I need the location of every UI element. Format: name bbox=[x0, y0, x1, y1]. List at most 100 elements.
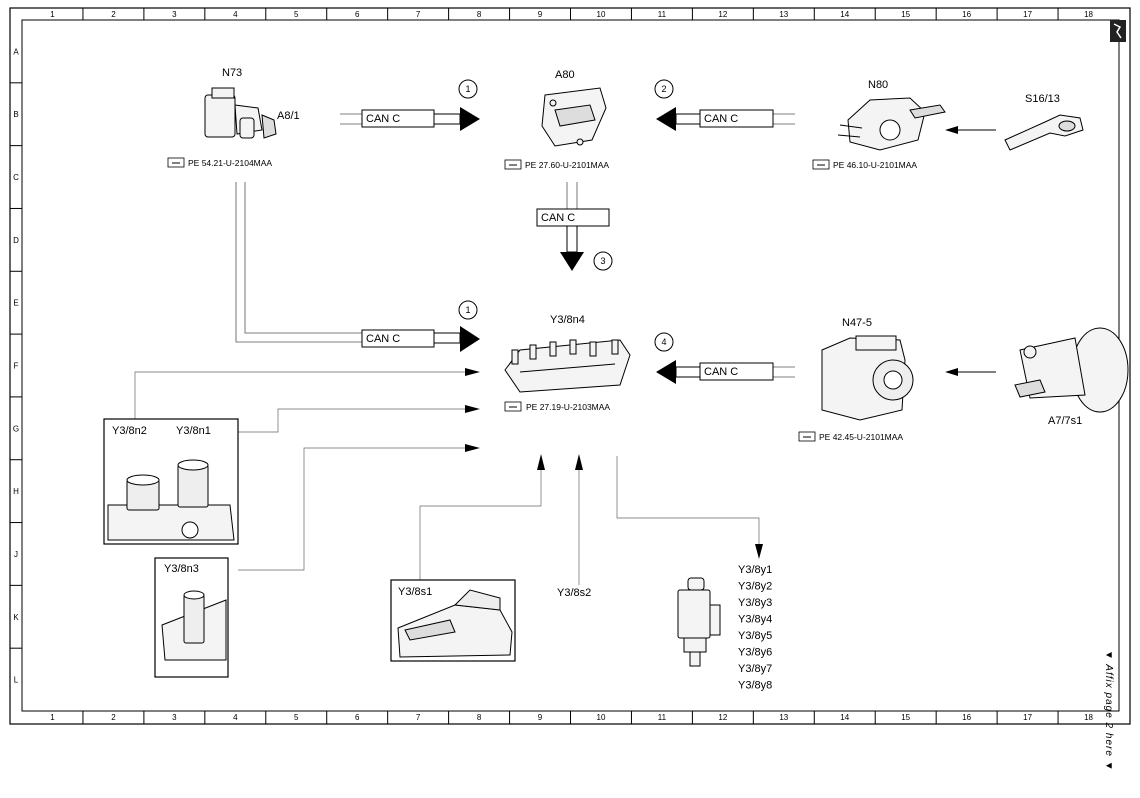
column-label: 3 bbox=[172, 10, 177, 19]
row-label: L bbox=[14, 676, 19, 685]
solenoid-valve-drawing bbox=[677, 577, 721, 667]
column-ticks bbox=[82, 8, 1059, 724]
row-label: J bbox=[14, 550, 18, 559]
row-label: H bbox=[13, 487, 19, 496]
arrow-up-icon bbox=[537, 454, 545, 470]
column-label: 2 bbox=[111, 713, 116, 722]
a7-7s1-brake-booster-drawing bbox=[1014, 327, 1129, 413]
label-y38n2: Y3/8n2 bbox=[112, 425, 147, 437]
label-y38s2: Y3/8s2 bbox=[557, 587, 591, 599]
row-label: C bbox=[13, 173, 19, 182]
valve-label: Y3/8y3 bbox=[738, 597, 772, 609]
callout-3: 3 bbox=[593, 251, 613, 271]
valve-label: Y3/8y2 bbox=[738, 581, 772, 593]
s16-13-lever-drawing bbox=[1004, 114, 1084, 151]
valve-label: Y3/8y7 bbox=[738, 663, 772, 675]
ref-n73: PE 54.21-U-2104MAA bbox=[167, 157, 272, 168]
callout-1-top: 1 bbox=[458, 79, 478, 99]
column-label: 4 bbox=[233, 713, 238, 722]
y38n4-control-unit-drawing bbox=[504, 339, 631, 393]
n80-steering-module-drawing bbox=[837, 97, 946, 151]
can-link-n80-a80: CAN C bbox=[656, 107, 774, 131]
arrow-right-icon bbox=[465, 368, 480, 376]
n73-ignition-switch-drawing bbox=[204, 87, 277, 139]
arrow-left-icon bbox=[656, 107, 676, 131]
column-label: 5 bbox=[294, 10, 299, 19]
ref-n47-5: PE 42.45-U-2101MAA bbox=[798, 431, 903, 442]
svg-text:2: 2 bbox=[661, 84, 666, 94]
svg-text:PE 46.10-U-2101MAA: PE 46.10-U-2101MAA bbox=[833, 160, 917, 170]
ref-y38n4: PE 27.19-U-2103MAA bbox=[504, 401, 610, 412]
label-y38n4: Y3/8n4 bbox=[550, 314, 585, 326]
affix-note: ▼ Affix page 2 here ▼ bbox=[1103, 650, 1114, 772]
valve-label: Y3/8y4 bbox=[738, 614, 772, 626]
callout-4: 4 bbox=[654, 332, 674, 352]
column-label: 8 bbox=[477, 10, 482, 19]
column-label: 15 bbox=[901, 713, 910, 722]
label-a8-1: A8/1 bbox=[277, 110, 300, 122]
arrow-right-icon bbox=[465, 405, 480, 413]
column-label: 1 bbox=[50, 10, 55, 19]
label-n73: N73 bbox=[222, 67, 242, 79]
arrow-up-icon bbox=[575, 454, 583, 470]
column-label: 17 bbox=[1023, 713, 1032, 722]
column-label: 13 bbox=[779, 10, 788, 19]
column-label: 18 bbox=[1084, 713, 1093, 722]
wiring-lines bbox=[235, 113, 795, 378]
row-label: K bbox=[13, 613, 19, 622]
svg-text:CAN C: CAN C bbox=[366, 113, 400, 125]
label-n47-5: N47-5 bbox=[842, 317, 872, 329]
y38n3-sensor-box bbox=[154, 557, 229, 678]
column-label: 6 bbox=[355, 713, 360, 722]
valve-label: Y3/8y5 bbox=[738, 630, 772, 642]
row-label: A bbox=[13, 47, 19, 56]
can-link-n475-y38n4: CAN C bbox=[656, 360, 774, 384]
arrow-down-icon bbox=[755, 544, 763, 559]
svg-text:4: 4 bbox=[661, 337, 666, 347]
column-label: 6 bbox=[355, 10, 360, 19]
column-label: 15 bbox=[901, 10, 910, 19]
column-label: 14 bbox=[840, 713, 849, 722]
svg-text:CAN C: CAN C bbox=[366, 333, 400, 345]
label-y38n3: Y3/8n3 bbox=[164, 563, 199, 575]
column-label: 3 bbox=[172, 713, 177, 722]
can-link-n73-y38n4: CAN C bbox=[361, 326, 480, 352]
row-ticks bbox=[10, 82, 22, 649]
column-label: 10 bbox=[597, 713, 606, 722]
column-label: 2 bbox=[111, 10, 116, 19]
svg-text:CAN C: CAN C bbox=[704, 113, 738, 125]
svg-text:CAN C: CAN C bbox=[704, 366, 738, 378]
can-link-a80-down: CAN C bbox=[536, 208, 610, 271]
row-label: G bbox=[13, 424, 19, 433]
arrow-left-icon bbox=[945, 368, 958, 376]
arrow-left-icon bbox=[945, 126, 958, 134]
y38s1-selector-box bbox=[390, 579, 516, 662]
thin-arrows bbox=[465, 126, 996, 559]
column-label: 12 bbox=[718, 713, 727, 722]
corner-logo bbox=[1110, 20, 1126, 42]
label-s16-13: S16/13 bbox=[1025, 93, 1060, 105]
column-label: 18 bbox=[1084, 10, 1093, 19]
column-label: 14 bbox=[840, 10, 849, 19]
callout-1-mid: 1 bbox=[458, 300, 478, 320]
callout-2: 2 bbox=[654, 79, 674, 99]
ref-a80: PE 27.60-U-2101MAA bbox=[504, 159, 609, 170]
column-label: 13 bbox=[779, 713, 788, 722]
svg-text:1: 1 bbox=[465, 84, 470, 94]
arrow-down-icon bbox=[560, 252, 584, 271]
label-y38s1: Y3/8s1 bbox=[398, 586, 432, 598]
arrow-left-icon bbox=[656, 360, 676, 384]
svg-text:PE 42.45-U-2101MAA: PE 42.45-U-2101MAA bbox=[819, 432, 903, 442]
label-a7-7s1: A7/7s1 bbox=[1048, 415, 1082, 427]
svg-text:3: 3 bbox=[600, 256, 605, 266]
label-a80: A80 bbox=[555, 69, 575, 81]
a80-module-drawing bbox=[541, 87, 607, 147]
valve-labels: Y3/8y1Y3/8y2Y3/8y3Y3/8y4Y3/8y5Y3/8y6Y3/8… bbox=[738, 564, 772, 692]
arrow-right-icon bbox=[465, 444, 480, 452]
row-label: E bbox=[13, 299, 18, 308]
can-link-n73-a80: CAN C bbox=[361, 107, 480, 131]
